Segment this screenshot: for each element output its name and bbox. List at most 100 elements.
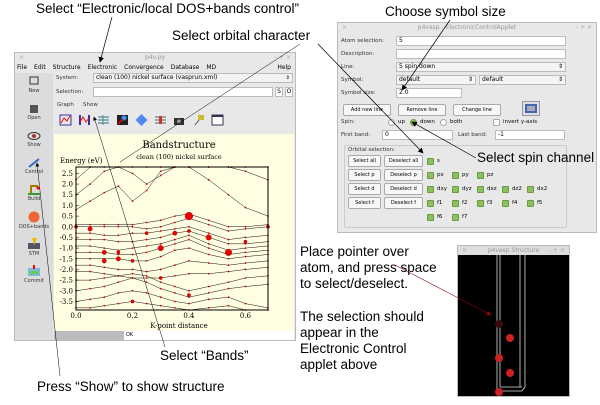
symbol-size-input[interactable]: 2.0 <box>396 88 462 98</box>
atom[interactable] <box>506 369 514 377</box>
sidebar-control[interactable]: Control <box>15 154 53 181</box>
orbital-checkbox-dxy[interactable]: dxy <box>427 185 447 193</box>
bandstructure-chart[interactable]: Bandstructure clean (100) nickel surface… <box>54 134 294 331</box>
band-point <box>89 264 92 267</box>
orbital-checkbox-f4[interactable]: f4 <box>502 199 517 207</box>
atom[interactable] <box>495 354 503 362</box>
menu-help[interactable]: Help <box>277 64 291 71</box>
orbital-checkbox-pz[interactable]: pz <box>477 171 493 179</box>
orbital-checkbox-f3[interactable]: f3 <box>477 199 492 207</box>
sidebar-commit[interactable]: Commit <box>15 262 53 289</box>
y-tick-label: 0.0 <box>62 223 73 231</box>
band-point <box>159 225 162 228</box>
select-button[interactable]: Select all <box>348 155 381 167</box>
move-icon[interactable] <box>135 114 148 126</box>
orbital-checkbox-dxz[interactable]: dxz <box>477 185 497 193</box>
band-point <box>145 221 148 224</box>
orbital-checkbox-f7[interactable]: f7 <box>452 213 467 221</box>
window-icon[interactable] <box>211 114 224 126</box>
sidebar-new[interactable]: New <box>15 73 53 100</box>
camera-icon[interactable] <box>173 114 186 126</box>
deselect-button[interactable]: Deselect f <box>384 197 423 209</box>
deselect-button[interactable]: Deselect d <box>384 183 423 195</box>
s-button[interactable]: S <box>275 87 283 97</box>
y-tick-label: -3.5 <box>60 298 74 306</box>
shift-icon[interactable] <box>154 114 167 126</box>
menu-structure[interactable]: Structure <box>52 64 81 71</box>
orbital-checkbox-py[interactable]: py <box>452 171 469 179</box>
o-button[interactable]: O <box>285 87 293 97</box>
atom-selection-input[interactable]: 5 <box>396 36 566 46</box>
first-band-input[interactable]: 0 <box>382 130 453 140</box>
symbol-select[interactable]: default⇕ <box>396 75 476 85</box>
line-select[interactable]: 5 spin down⇕ <box>396 62 566 72</box>
band-point <box>89 298 92 301</box>
menu-file[interactable]: File <box>17 64 28 71</box>
orbital-checkbox-s[interactable]: s <box>427 157 440 165</box>
show-menu[interactable]: Show <box>83 102 98 108</box>
zoom-icon[interactable] <box>116 114 129 126</box>
sidebar-build[interactable]: Build <box>15 181 53 208</box>
menu-database[interactable]: Database <box>170 64 200 71</box>
band-point <box>117 268 120 271</box>
band-point <box>173 264 176 267</box>
menu-md[interactable]: MD <box>206 64 217 71</box>
spin-both-radio[interactable]: both <box>440 118 463 126</box>
structure-view[interactable] <box>458 255 571 397</box>
band-point <box>145 270 148 273</box>
pin-icon[interactable] <box>192 114 205 126</box>
dos-icon[interactable] <box>97 114 110 126</box>
selection-input[interactable] <box>93 87 273 97</box>
band-point <box>131 240 134 243</box>
orbital-checkbox-px[interactable]: px <box>427 171 444 179</box>
bands-icon[interactable] <box>78 114 91 126</box>
band-point <box>131 232 134 235</box>
last-band-input[interactable]: -1 <box>495 130 565 140</box>
orbital-checkbox-f5[interactable]: f5 <box>527 199 542 207</box>
system-select[interactable]: clean (100) nickel surface (vasprun.xml)… <box>93 73 293 83</box>
y-tick-label: -1.0 <box>60 245 74 253</box>
sidebar-stm[interactable]: STM <box>15 235 53 262</box>
select-button[interactable]: Select f <box>348 197 381 209</box>
band-point <box>188 260 190 262</box>
orbital-checkbox-dx2[interactable]: dx2 <box>527 185 547 193</box>
deselect-button[interactable]: Deselect p <box>384 169 423 181</box>
sidebar-show[interactable]: Show <box>15 127 53 154</box>
add-line-button[interactable]: Add new line <box>343 104 391 116</box>
orbital-weight-marker <box>187 229 191 233</box>
orbital-label: s <box>437 158 440 164</box>
band-point <box>188 247 190 250</box>
menu-electronic[interactable]: Electronic <box>87 64 118 71</box>
y-tick-label: -1.5 <box>60 255 74 263</box>
atom[interactable] <box>495 388 503 396</box>
orbital-weight-marker <box>101 258 107 264</box>
sidebar-dos-bands[interactable]: DOS+bands <box>15 208 53 235</box>
remove-line-button[interactable]: Remove line <box>398 104 446 116</box>
graph-icon[interactable] <box>59 114 72 126</box>
orbital-checkbox-f6[interactable]: f6 <box>427 213 442 221</box>
orbital-checkbox-dyz[interactable]: dyz <box>452 185 472 193</box>
orbital-checkbox-dz2[interactable]: dz2 <box>502 185 522 193</box>
orbital-checkbox-f1[interactable]: f1 <box>427 199 442 207</box>
graph-window-icon[interactable] <box>522 101 540 116</box>
band-point <box>89 183 92 185</box>
orbital-checkbox-f2[interactable]: f2 <box>452 199 467 207</box>
description-input[interactable] <box>396 49 566 59</box>
y-tick-label: -2.5 <box>60 277 74 285</box>
atom-selected[interactable] <box>495 320 503 328</box>
x-axis-label: K-point distance <box>150 322 207 330</box>
annotation-spin: Select spin channel <box>477 150 595 165</box>
menu-edit[interactable]: Edit <box>34 64 46 71</box>
spin-up-radio[interactable]: up <box>388 118 405 126</box>
select-button[interactable]: Select d <box>348 183 381 195</box>
change-line-button[interactable]: Change line <box>453 104 501 116</box>
menu-convergence[interactable]: Convergence <box>124 64 164 71</box>
select-button[interactable]: Select p <box>348 169 381 181</box>
sidebar-open[interactable]: Open <box>15 100 53 127</box>
spin-down-radio[interactable]: down <box>410 118 435 126</box>
atom[interactable] <box>506 334 514 342</box>
symbol-color-select[interactable]: default⇕ <box>479 75 566 85</box>
deselect-button[interactable]: Deselect all <box>384 155 423 167</box>
invert-y-checkbox[interactable]: invert y-axis <box>493 118 537 126</box>
graph-menu[interactable]: Graph <box>57 102 74 108</box>
